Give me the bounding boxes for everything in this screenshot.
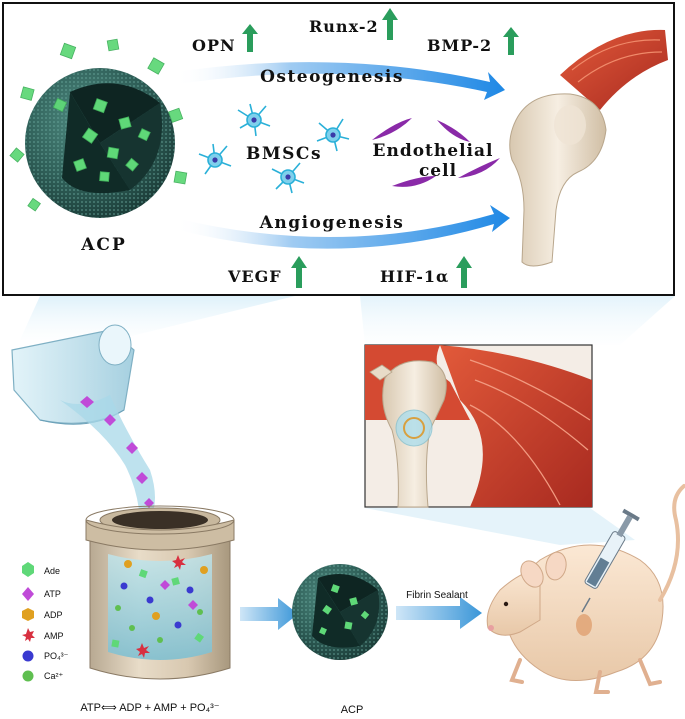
svg-text:ATP: ATP <box>44 589 61 599</box>
svg-text:AMP: AMP <box>44 631 64 641</box>
polyhedron-icon <box>22 608 34 621</box>
up-arrow-icon <box>242 24 258 52</box>
diamond-icon <box>22 587 34 601</box>
svg-text:Runx-2: Runx-2 <box>309 17 379 36</box>
osteogenesis-arrow <box>175 62 505 100</box>
up-arrow-icon <box>291 256 307 288</box>
endothelial-cells <box>372 118 500 187</box>
osteogenesis-label: Osteogenesis <box>260 67 404 87</box>
svg-text:OPN: OPN <box>192 36 236 55</box>
legend-item-adp: ADP <box>22 608 63 621</box>
projection-beams <box>20 296 675 545</box>
endothelial-label-line1: Endothelial <box>373 141 494 161</box>
up-arrow-icon <box>503 27 519 55</box>
beaker-pouring <box>11 324 155 520</box>
flow-arrow-2 <box>396 597 482 629</box>
angiogenesis-arrow <box>175 205 510 249</box>
marker-vegf: VEGF <box>227 256 307 288</box>
svg-text:Ca²⁺: Ca²⁺ <box>44 671 64 681</box>
svg-text:PO₄³⁻: PO₄³⁻ <box>44 651 69 661</box>
sphere-icon <box>22 650 34 662</box>
legend-item-ca: Ca²⁺ <box>22 670 64 682</box>
marker-runx2: Runx-2 <box>309 8 398 40</box>
legend: Ade ATP ADP AMP PO₄³⁻ Ca²⁺ <box>22 562 69 682</box>
sphere-icon <box>22 670 34 682</box>
legend-item-atp: ATP <box>22 587 61 601</box>
svg-text:Ade: Ade <box>44 566 60 576</box>
svg-text:VEGF: VEGF <box>227 267 282 286</box>
reaction-equation: ATP⟺ ADP + AMP + PO₄³⁻ <box>80 702 219 714</box>
acp-label-bottom: ACP <box>341 704 364 716</box>
syringe <box>581 508 640 613</box>
reaction-jar <box>85 505 235 680</box>
marker-hif1a: HIF-1α <box>380 256 472 288</box>
endothelial-label-line2: cell <box>419 161 457 181</box>
acp-nanoparticle-bottom <box>292 564 388 660</box>
svg-text:ADP: ADP <box>44 610 63 620</box>
flow-arrow-1 <box>240 598 298 630</box>
jar-particles <box>111 555 208 658</box>
up-arrow-icon <box>456 256 472 288</box>
mouse-illustration <box>486 484 685 694</box>
fibrin-sealant-label: Fibrin Sealant <box>406 590 468 601</box>
bmscs-label: BMSCs <box>246 144 322 164</box>
svg-text:HIF-1α: HIF-1α <box>380 267 449 286</box>
legend-item-ade: Ade <box>22 562 60 577</box>
bone-illustration <box>509 29 668 267</box>
marker-opn: OPN <box>192 24 258 55</box>
shoulder-inset <box>364 344 593 508</box>
hexagon-icon <box>22 562 34 577</box>
bmsc-cells <box>198 103 350 194</box>
angiogenesis-label: Angiogenesis <box>259 213 405 233</box>
star-icon <box>22 628 35 642</box>
top-panel: ACP Osteogenesis Angiogenesis OPN Runx-2… <box>2 2 675 296</box>
legend-item-amp: AMP <box>22 628 64 642</box>
svg-text:BMP-2: BMP-2 <box>427 36 492 55</box>
marker-bmp2: BMP-2 <box>427 27 519 55</box>
legend-item-po4: PO₄³⁻ <box>22 650 69 662</box>
up-arrow-icon <box>382 8 398 40</box>
acp-nanoparticle-top <box>9 38 188 218</box>
acp-label-top: ACP <box>80 235 127 255</box>
